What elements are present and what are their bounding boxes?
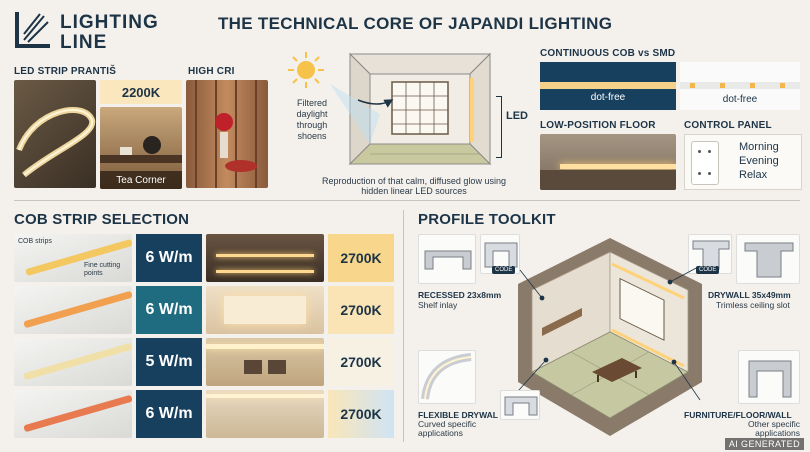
callout-lines: [509, 265, 701, 401]
cob-strip-photo-3: [14, 338, 132, 386]
profile-section-title: PROFILE TOOLKIT: [418, 211, 556, 228]
room-illustration: [330, 44, 502, 174]
drywall-sub: Trimless ceiling slot: [716, 300, 790, 310]
cri-label: HIGH CRI: [188, 66, 235, 77]
recessed-title: RECESSED 23x8mm: [418, 290, 502, 300]
room-caption: Reproduction of that calm, diffused glow…: [322, 176, 506, 196]
furniture-title: FURNITURE/FLOOR/WALL: [684, 410, 792, 420]
low-position-floor-photo: [540, 134, 676, 190]
smd-comparison-image: dot-free: [680, 62, 800, 110]
furniture-profile-image: [738, 350, 800, 404]
horizontal-divider: [14, 200, 800, 201]
application-photo-2: [206, 286, 324, 334]
kelvin-tile-4: 2700K: [328, 390, 394, 438]
application-photo-4: [206, 390, 324, 438]
led-bracket: [496, 96, 502, 158]
flexible-profile-detail: [500, 390, 540, 420]
code-tag-1: CODE: [492, 266, 516, 274]
kelvin-tile-2: 2700K: [328, 286, 394, 334]
cob-strip-photo-2: [14, 286, 132, 334]
dot-free-label-1: dot-free: [590, 92, 626, 103]
recessed-sub: Shelf inlay: [418, 300, 458, 310]
tea-corner-photo: Tea Corner: [100, 107, 182, 189]
isometric-room-illustration: [512, 232, 708, 440]
code-tag-2: CODE: [696, 266, 720, 274]
cob-strips-label: COB strips: [18, 238, 52, 245]
flexible-sub: Curved specific applications: [418, 419, 477, 438]
watts-tile-1: 6 W/m: [136, 234, 202, 282]
recessed-profile-image: [418, 234, 476, 284]
brand-name-line1: LIGHTING: [60, 12, 159, 33]
ai-generated-badge: AI GENERATED: [724, 438, 804, 450]
application-photo-3: [206, 338, 324, 386]
high-cri-photo: [186, 80, 268, 188]
page-title: THE TECHNICAL CORE OF JAPANDI LIGHTING: [218, 14, 613, 33]
drywall-title: DRYWALL 35x49mm: [708, 290, 791, 300]
flexible-title: FLEXIBLE DRYWAL: [418, 410, 498, 420]
mode-relax[interactable]: Relax: [739, 169, 768, 181]
control-panel-label: CONTROL PANEL: [684, 120, 772, 131]
brand-logo: LIGHTING LINE: [14, 10, 194, 54]
mode-morning[interactable]: Morning: [739, 141, 779, 153]
watts-tile-2: 6 W/m: [136, 286, 202, 334]
dot-free-label-2: dot-free: [722, 94, 758, 105]
cob-strip-photo-4: [14, 390, 132, 438]
low-position-floor-label: LOW-POSITION FLOOR: [540, 120, 656, 131]
flexible-profile-image: [418, 350, 476, 404]
mode-evening[interactable]: Evening: [739, 155, 779, 167]
cob-comparison-image: dot-free: [540, 62, 676, 110]
cob-strip-photo-1: [14, 234, 132, 282]
kelvin-tile-1: 2700K: [328, 234, 394, 282]
cob-vs-smd-label: CONTINUOUS COB vs SMD: [540, 48, 676, 59]
kelvin-2200-badge: 2200K: [100, 80, 182, 104]
led-label: LED: [506, 110, 528, 122]
control-panel-card: Morning Evening Relax: [684, 134, 802, 190]
watts-tile-4: 6 W/m: [136, 390, 202, 438]
application-photo-1: [206, 234, 324, 282]
vertical-divider: [403, 210, 404, 442]
sun-icon: [288, 52, 324, 88]
watts-tile-3: 5 W/m: [136, 338, 202, 386]
strip-label: LED STRIP PRANTIŠ: [14, 66, 117, 77]
drywall-profile-image: [736, 234, 800, 284]
tea-corner-caption: Tea Corner: [100, 171, 182, 189]
daylight-caption: Filtered daylight through shoens: [296, 98, 328, 141]
control-switch-plate[interactable]: [691, 141, 719, 185]
led-strip-photo: [14, 80, 96, 188]
brand-name-line2: LINE: [60, 32, 108, 53]
cob-section-title: COB STRIP SELECTION: [14, 211, 190, 228]
fine-cutting-label: Fine cutting points: [84, 262, 121, 277]
furniture-sub: Other specific applications: [748, 419, 800, 438]
kelvin-tile-3: 2700K: [328, 338, 394, 386]
logo-mark-icon: [15, 12, 50, 48]
